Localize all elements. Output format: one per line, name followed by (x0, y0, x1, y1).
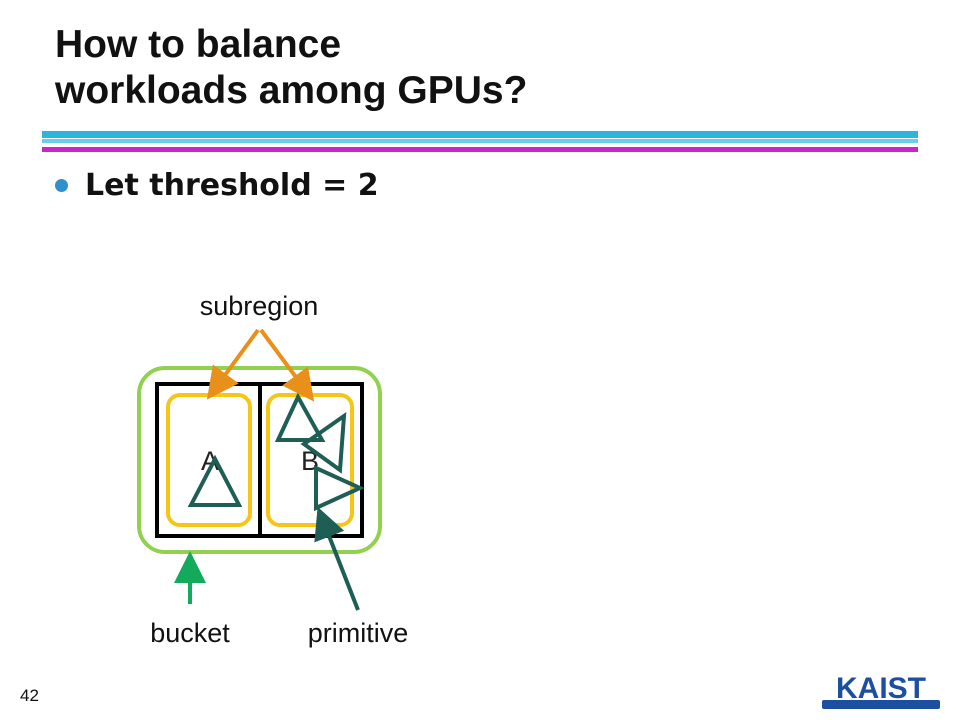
page-number: 42 (20, 686, 39, 705)
bullet-text: Let threshold = 2 (85, 168, 379, 203)
primitive-triangle-b1 (274, 392, 326, 442)
subregion-arrow-left (206, 328, 260, 400)
kaist-logo-text: KAIST (836, 672, 926, 705)
subregion-label: subregion (200, 291, 319, 321)
bullet-dot-icon (55, 179, 68, 192)
title-rule-light-cyan (42, 139, 918, 143)
bucket-label: bucket (150, 618, 230, 648)
kaist-logo-bar (822, 700, 940, 709)
title-line-2: workloads among GPUs? (55, 69, 528, 112)
primitive-triangle-a (187, 454, 243, 507)
title-line-1: How to balance (55, 23, 342, 66)
bucket-outline (137, 366, 382, 554)
primitive-triangle-b3 (314, 464, 365, 512)
primitive-triangle-b2 (300, 411, 347, 474)
title-rule-cyan (42, 131, 918, 138)
primitive-label: primitive (308, 618, 409, 648)
bullet-item: Let threshold = 2 (55, 168, 379, 203)
kaist-logo: KAIST (822, 672, 940, 709)
title-rule-magenta (42, 147, 918, 152)
primitive-arrow (314, 506, 360, 611)
subregion-arrow-right (259, 328, 315, 402)
slide-title: How to balance workloads among GPUs? (55, 22, 527, 114)
region-a-label: A (201, 446, 219, 476)
